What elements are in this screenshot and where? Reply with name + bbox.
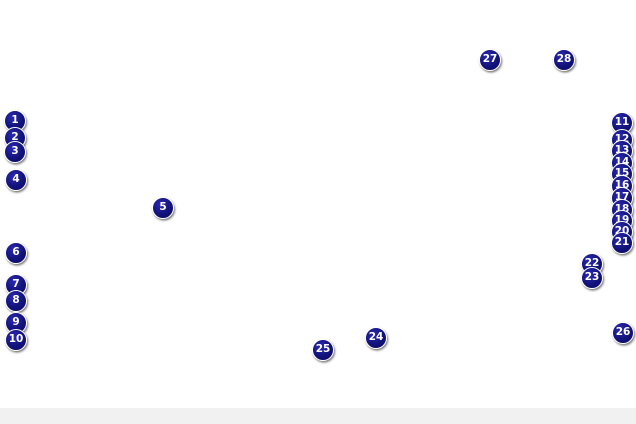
marker-6[interactable]: 6 xyxy=(5,242,27,264)
marker-27[interactable]: 27 xyxy=(479,49,501,71)
marker-24[interactable]: 24 xyxy=(365,327,387,349)
marker-21[interactable]: 21 xyxy=(611,232,633,254)
marker-3[interactable]: 3 xyxy=(4,141,26,163)
marker-28[interactable]: 28 xyxy=(553,49,575,71)
marker-4[interactable]: 4 xyxy=(5,169,27,191)
marker-11[interactable]: 11 xyxy=(611,112,633,134)
marker-10[interactable]: 10 xyxy=(5,329,27,351)
bottom-strip xyxy=(0,408,636,424)
marker-8[interactable]: 8 xyxy=(5,290,27,312)
marker-5[interactable]: 5 xyxy=(152,197,174,219)
marker-26[interactable]: 26 xyxy=(612,322,634,344)
marker-25[interactable]: 25 xyxy=(312,339,334,361)
marker-23[interactable]: 23 xyxy=(581,267,603,289)
